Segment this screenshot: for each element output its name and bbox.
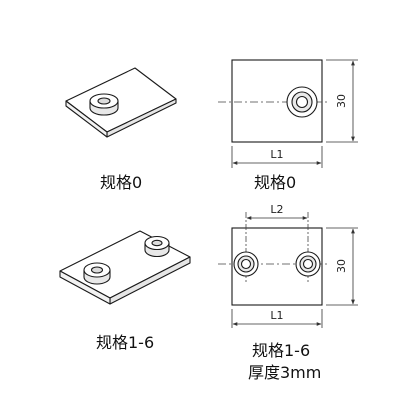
caption-top-right: 规格0 [254,173,297,192]
iso-plate-single-boss [65,67,177,138]
boss-circle-right [295,251,321,277]
iso-plate-double-boss [59,230,191,305]
bottom-width-label: L1 [270,309,283,322]
caption-top-left: 规格0 [100,173,143,192]
top-width-label: L1 [270,148,283,161]
ortho-view-double-boss: L2 30 L1 [218,203,358,328]
caption-bottom-left: 规格1-6 [96,333,155,352]
boss-nut-front [83,262,111,285]
ortho-view-single-boss: 30 L1 [218,59,358,168]
boss-nut-back [144,235,170,258]
thickness-note: 厚度3mm [248,363,322,382]
boss-circle-left [233,251,259,277]
boss-nut [89,93,119,116]
bottom-spacing-label: L2 [270,203,283,216]
boss-circle [286,86,318,118]
top-height-label: 30 [335,94,348,108]
bottom-height-label: 30 [335,259,348,273]
caption-bottom-right: 规格1-6 [252,341,311,360]
